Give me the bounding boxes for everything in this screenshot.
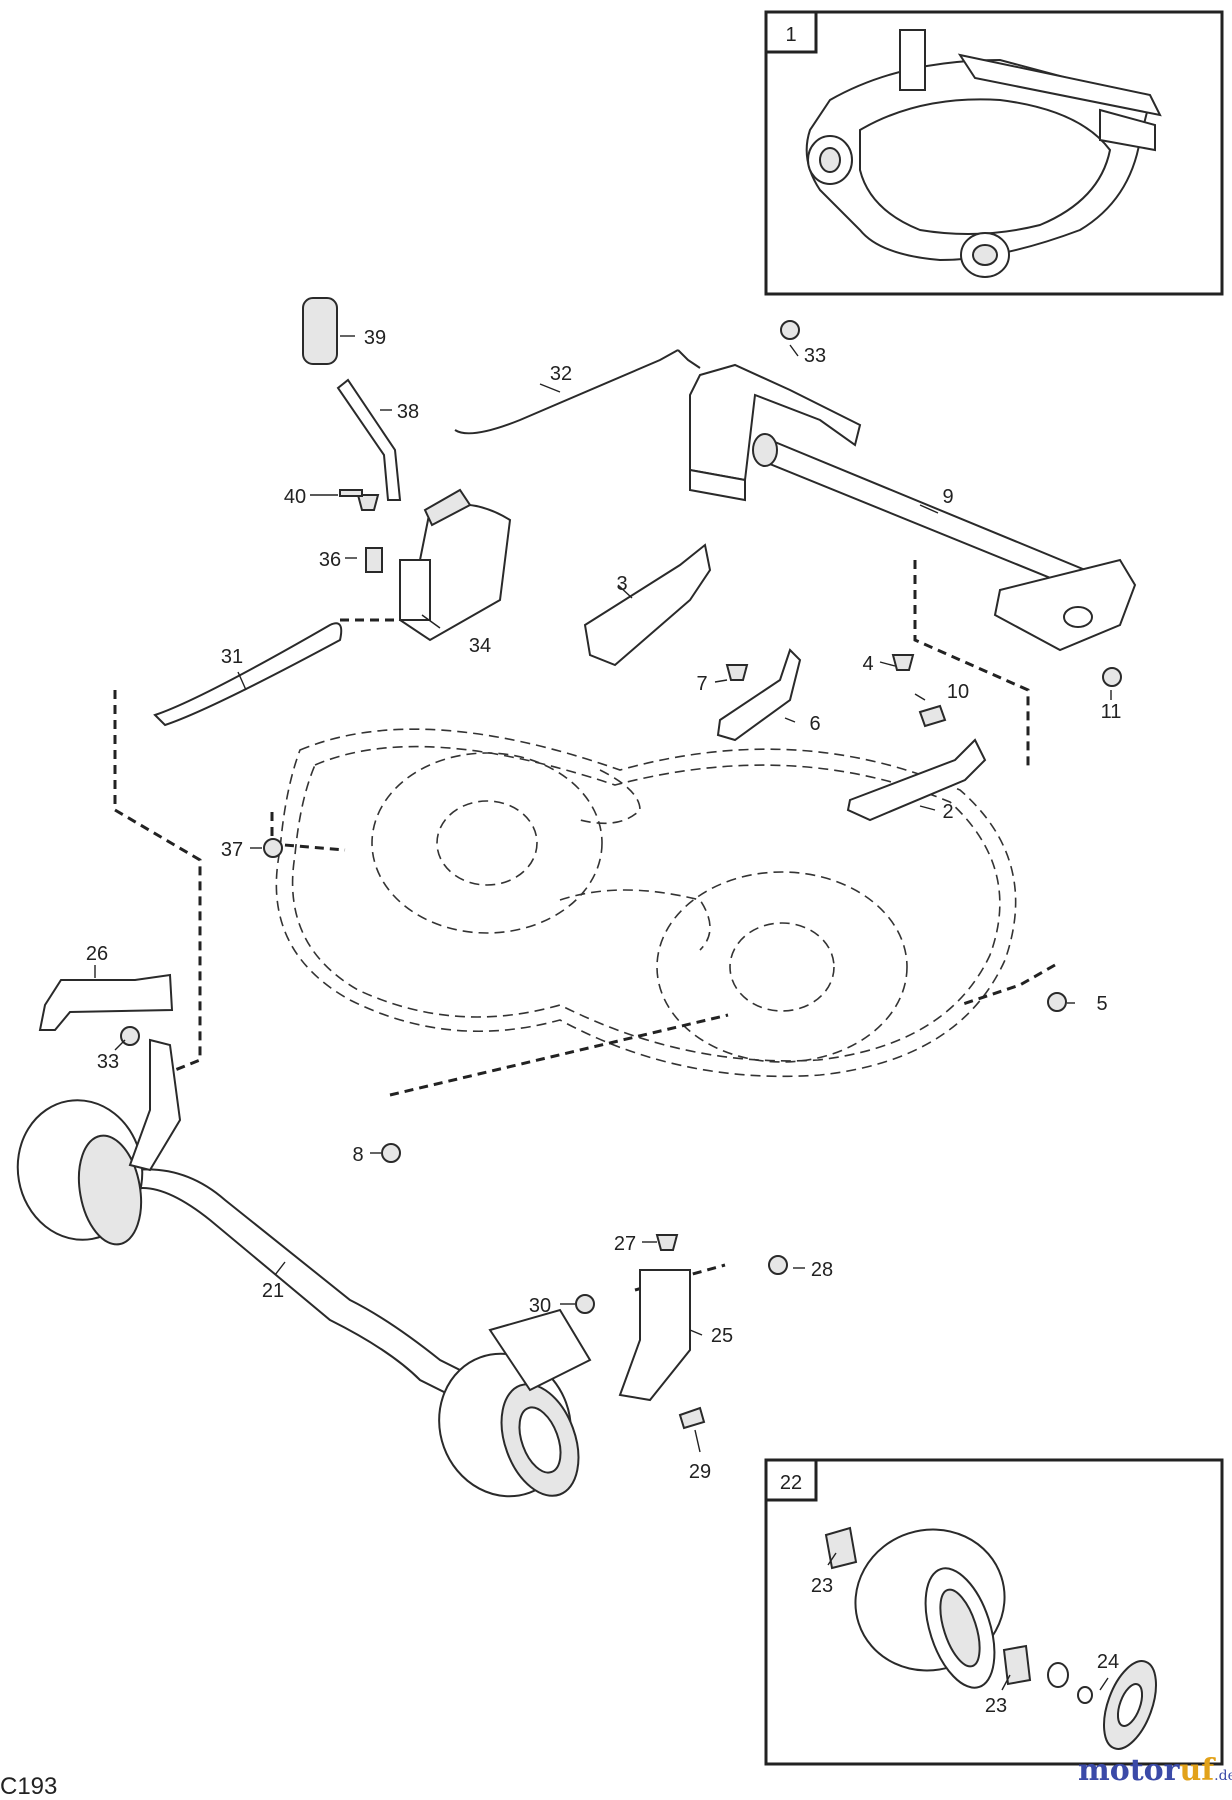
inset-bottom-label: 22 [780,1472,802,1494]
callout-30: 30 [529,1295,551,1317]
height-lever-assembly [153,297,512,727]
leader-lines [94,335,1112,1691]
svg-text:motoruf.de: motoruf.de [1078,1753,1232,1788]
callout-23-inset-left: 23 [811,1575,833,1597]
watermark-main: motor [1078,1753,1181,1788]
callout-33-left: 33 [97,1051,119,1073]
callout-37: 37 [221,839,243,861]
callout-27: 27 [614,1233,636,1255]
callout-34: 34 [469,635,491,657]
callout-31: 31 [221,646,243,668]
brackets [38,543,987,1031]
fasteners [120,320,1122,1430]
callout-9: 9 [942,486,953,508]
callout-8: 8 [352,1144,363,1166]
front-axle-assembly [16,1038,691,1498]
callout-5: 5 [1096,993,1107,1015]
watermark-logo: motoruf.de [1078,1753,1232,1788]
callout-33-top: 33 [804,345,826,367]
watermark-suffix: .de [1214,1768,1232,1784]
callout-29: 29 [689,1461,711,1483]
callout-26: 26 [86,943,108,965]
callout-28: 28 [811,1259,833,1281]
callout-40: 40 [284,486,306,508]
callout-10: 10 [947,681,969,703]
inset-wheel-assembly: 22 [764,1458,1224,1766]
lift-shaft-assembly [454,349,1137,652]
callout-4: 4 [862,653,873,675]
watermark-accent: uf [1179,1753,1216,1788]
callout-labels: 39 38 40 36 34 32 33 9 3 31 7 6 4 10 11 … [86,327,1122,1717]
callout-7: 7 [696,673,707,695]
wheel-exploded-illustration [824,1526,1157,1750]
callout-3: 3 [616,573,627,595]
callout-11: 11 [1101,701,1122,723]
callout-2: 2 [942,801,953,823]
inset-deck-overview: 1 [764,10,1224,296]
mower-deck [275,728,1017,1078]
callout-23-inset-right: 23 [985,1695,1007,1717]
callout-32: 32 [550,363,572,385]
callout-36: 36 [319,549,341,571]
callout-21: 21 [262,1280,284,1302]
callout-25: 25 [711,1325,733,1347]
deck-overview-illustration [805,29,1162,278]
inset-top-label: 1 [785,24,796,46]
callout-39: 39 [364,327,386,349]
callout-38: 38 [397,401,419,423]
reference-code: C193 [0,1773,57,1800]
callout-24: 24 [1097,1651,1119,1673]
callout-6: 6 [809,713,820,735]
